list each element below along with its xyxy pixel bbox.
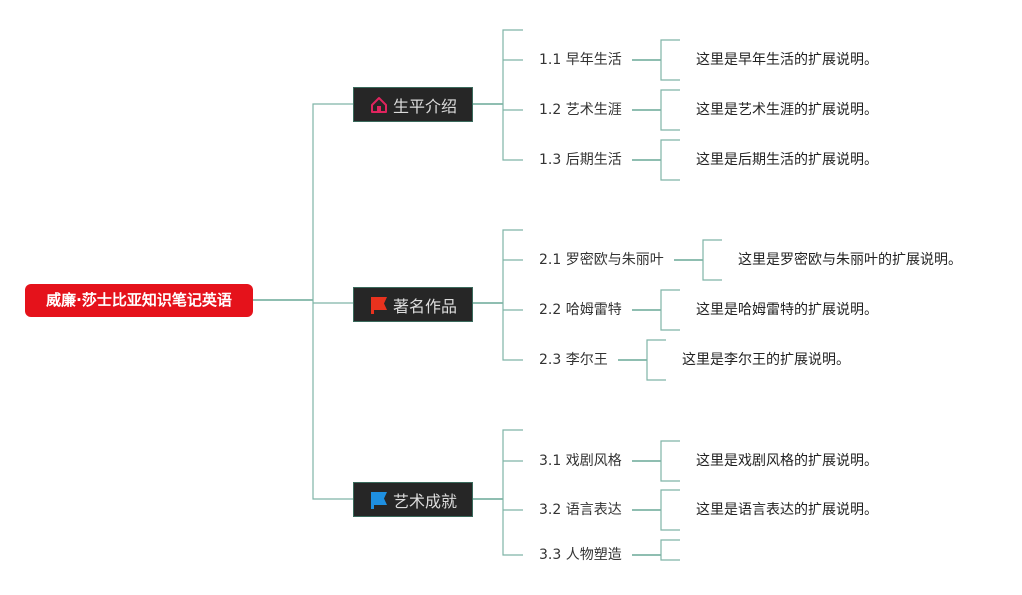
note-2-3: 这里是李尔王的扩展说明。	[682, 352, 850, 368]
home-icon	[369, 95, 389, 115]
note-1-2: 这里是艺术生涯的扩展说明。	[696, 102, 878, 118]
branch-famous-works[interactable]: 著名作品	[353, 287, 473, 322]
subtopic-1-2[interactable]: 1.2 艺术生涯	[539, 102, 622, 118]
branch-label: 艺术成就	[392, 491, 457, 511]
subtopic-3-1[interactable]: 3.1 戏剧风格	[539, 453, 622, 469]
subtopic-2-1[interactable]: 2.1 罗密欧与朱丽叶	[539, 252, 664, 268]
flag-icon	[369, 295, 389, 315]
note-1-1: 这里是早年生活的扩展说明。	[696, 52, 878, 68]
subtopic-3-3[interactable]: 3.3 人物塑造	[539, 547, 622, 563]
flag-icon	[369, 490, 389, 510]
root-topic[interactable]: 威廉·莎士比亚知识笔记英语	[25, 284, 253, 317]
subtopic-1-1[interactable]: 1.1 早年生活	[539, 52, 622, 68]
subtopic-2-3[interactable]: 2.3 李尔王	[539, 352, 608, 368]
branch-label: 生平介绍	[392, 96, 457, 116]
subtopic-2-2[interactable]: 2.2 哈姆雷特	[539, 302, 622, 318]
note-2-2: 这里是哈姆雷特的扩展说明。	[696, 302, 878, 318]
note-3-1: 这里是戏剧风格的扩展说明。	[696, 453, 878, 469]
note-3-2: 这里是语言表达的扩展说明。	[696, 502, 878, 518]
subtopic-1-3[interactable]: 1.3 后期生活	[539, 152, 622, 168]
note-2-1: 这里是罗密欧与朱丽叶的扩展说明。	[738, 252, 962, 268]
subtopic-3-2[interactable]: 3.2 语言表达	[539, 502, 622, 518]
branch-artistic-achievement[interactable]: 艺术成就	[353, 482, 473, 517]
branch-biography[interactable]: 生平介绍	[353, 87, 473, 122]
note-1-3: 这里是后期生活的扩展说明。	[696, 152, 878, 168]
branch-label: 著名作品	[392, 296, 457, 316]
